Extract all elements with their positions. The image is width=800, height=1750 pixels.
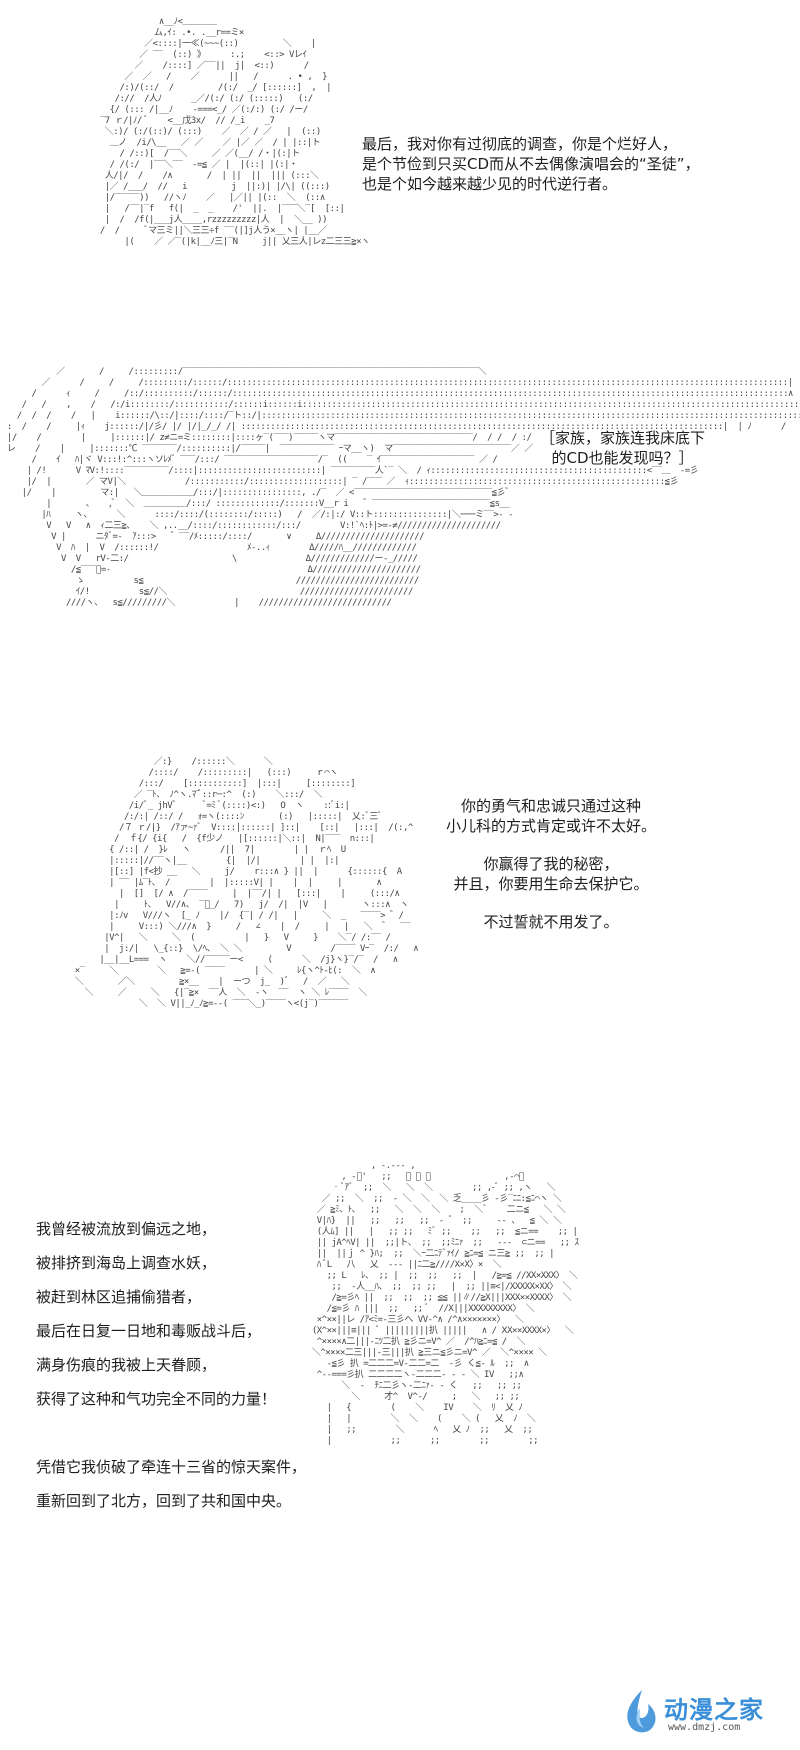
caption-line: 我曾经被流放到偏远之地， [36,1220,217,1238]
caption-panel-1: 最后，我对你有过彻底的调查，你是个烂好人， 是个节俭到只买CD而从不去偶像演唱会… [362,134,700,194]
caption-line: 被赶到林区追捕偷猎者， [36,1288,202,1306]
caption-line: ［家族，家族连我床底下 [540,429,706,447]
caption-blank-line [36,1416,306,1450]
ascii-art-figure-3: ／:} /::::::＼ ＼ /::::/ /:::::::::| (:::) … [74,757,419,1009]
caption-line: 你赢得了我的秘密， [483,855,619,873]
ascii-art-figure-2: ／ / /:::::::::/‾‾‾‾‾‾‾‾‾‾‾‾‾‾‾‾‾‾‾‾‾‾‾‾‾… [6,367,800,608]
caption-line: 小儿科的方式肯定或许不太好。 [446,817,657,835]
caption-line: 被排挤到海岛上调查水妖， [36,1254,217,1272]
panel-4: , ‐.‐‐- , , ‐ﾞ' ;; ゛ ＼ ＼ ,‐⌒＼ ‐ﾞｱﾞ ;; ＼ … [0,1150,800,1750]
watermark-brand: 动漫之家 [664,1696,764,1724]
caption-line: 并且，你要用生命去保护它。 [453,875,649,893]
caption-panel-2: ［家族，家族连我床底下 的CD也能发现吗？］ [540,428,705,468]
caption-line: 不过誓就不用发了。 [483,913,619,931]
caption-line: 获得了这种和气功完全不同的力量！ [36,1390,277,1408]
caption-line: 也是个如今越来越少见的时代逆行者。 [362,175,618,193]
caption-panel-4: 我曾经被流放到偏远之地， 被排挤到海岛上调查水妖， 被赶到林区追捕偷猎者， 最后… [36,1212,306,1518]
panel-3: ／:} /::::::＼ ＼ /::::/ /:::::::::| (:::) … [0,738,800,1140]
caption-line: 凭借它我侦破了牵连十三省的惊天案件， [36,1458,307,1476]
ascii-art-figure-4: , ‐.‐‐- , , ‐ﾞ' ;; ゛ ＼ ＼ ,‐⌒＼ ‐ﾞｱﾞ ;; ＼ … [311,1161,579,1446]
caption-line: 最后，我对你有过彻底的调查，你是个烂好人， [362,135,678,153]
caption-line: 重新回到了北方，回到了共和国中央。 [36,1492,292,1510]
caption-gap [446,836,656,854]
caption-line: 最后在日复一日地和毒贩战斗后， [36,1322,262,1340]
caption-line: 你的勇气和忠诚只通过这种 [461,797,642,815]
caption-panel-3: 你的勇气和忠诚只通过这种 小儿科的方式肯定或许不太好。 你赢得了我的秘密， 并且… [446,796,656,932]
caption-line: 的CD也能发现吗？］ [551,449,694,467]
site-watermark: 动漫之家 www.dmzj.com [606,1680,786,1742]
caption-line: 满身伤痕的我被上天眷顾， [36,1356,217,1374]
caption-line: 是个节俭到只买CD而从不去偶像演唱会的“圣徒”， [362,155,700,173]
panel-1: ∧__ﾉ<＿＿＿＿ ム,ｲ: .•. .__r==ミ× ／<::::|一≪(~~… [0,0,800,345]
watermark-url: www.dmzj.com [668,1722,741,1733]
caption-gap [446,894,656,912]
ascii-art-figure-1: ∧__ﾉ<＿＿＿＿ ム,ｲ: .•. .__r==ミ× ／<::::|一≪(~~… [99,17,370,247]
flame-logo-icon [627,1690,656,1733]
panel-2: ／ / /:::::::::/‾‾‾‾‾‾‾‾‾‾‾‾‾‾‾‾‾‾‾‾‾‾‾‾‾… [0,352,800,724]
